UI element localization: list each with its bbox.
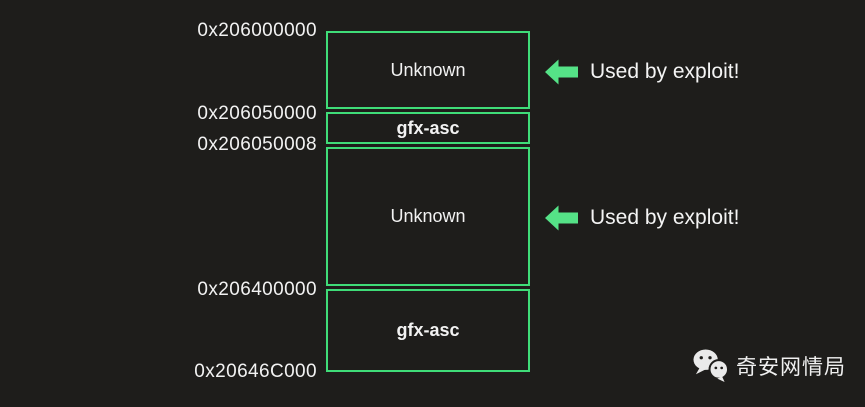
annotation-used-by-exploit-1: Used by exploit! <box>545 58 739 86</box>
watermark: 奇安网情局 <box>692 348 846 383</box>
region-label: gfx-asc <box>396 117 460 138</box>
annotation-used-by-exploit-2: Used by exploit! <box>545 204 739 232</box>
memory-region-gfx-asc-bottom: gfx-asc <box>326 289 530 372</box>
memory-region-unknown-middle: Unknown <box>326 147 530 286</box>
region-label: Unknown <box>390 59 466 80</box>
region-label: gfx-asc <box>396 320 460 340</box>
arrow-left-icon <box>545 59 578 85</box>
address-label-0x206400000: 0x206400000 <box>197 279 317 300</box>
memory-region-gfx-asc-small: gfx-asc <box>326 112 530 144</box>
address-label-0x206000000: 0x206000000 <box>197 20 317 41</box>
region-label: Unknown <box>390 206 466 226</box>
arrow-left-icon <box>545 205 578 231</box>
address-label-0x206050008: 0x206050008 <box>197 134 317 155</box>
address-label-0x20646C000: 0x20646C000 <box>194 361 317 382</box>
wechat-icon <box>693 349 729 383</box>
watermark-text: 奇安网情局 <box>736 355 846 379</box>
annotation-text: Used by exploit! <box>590 60 740 83</box>
address-label-0x206050000: 0x206050000 <box>197 103 317 124</box>
memory-region-unknown-top: Unknown <box>326 31 530 109</box>
annotation-text: Used by exploit! <box>590 206 740 229</box>
